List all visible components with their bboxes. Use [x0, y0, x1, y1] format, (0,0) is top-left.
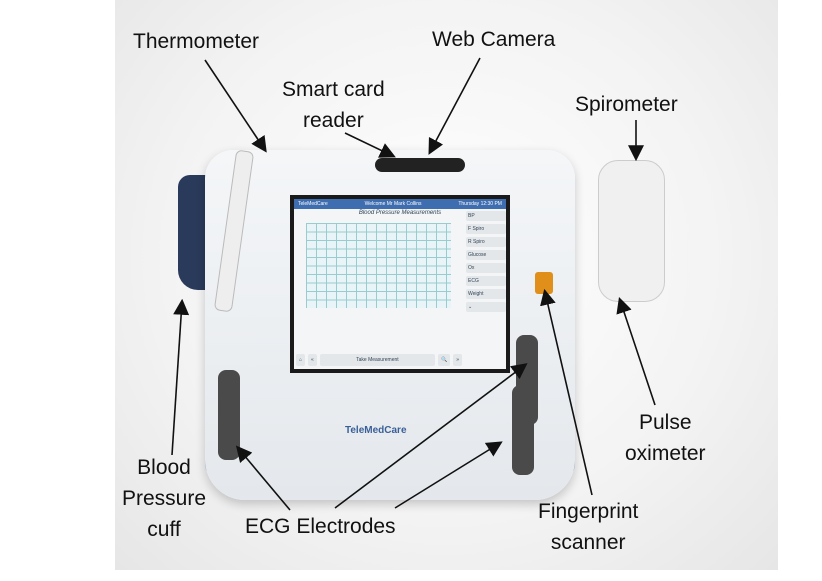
search-button[interactable]: 🔍	[437, 354, 451, 366]
label-ecg-electrodes: ECG Electrodes	[245, 515, 396, 538]
arrow-smart-card	[344, 132, 396, 158]
label-line: Pressure	[122, 487, 207, 510]
arrow-fingerprint	[540, 288, 593, 496]
label-thermometer: Thermometer	[133, 30, 260, 53]
arrow-pulse-oximeter	[616, 296, 656, 406]
label-line: reader	[303, 109, 364, 132]
label-fingerprint-scanner: Fingerprint scanner	[538, 496, 638, 558]
screen-header: TeleMedCare Welcome Mr Mark Collins Thursd…	[294, 199, 506, 209]
arrow-ecg-left	[235, 445, 291, 511]
label-pulse-oximeter: Pulse oximeter	[625, 407, 706, 469]
label-spirometer: Spirometer	[575, 93, 678, 116]
label-line: Fingerprint	[538, 500, 639, 523]
label-web-camera: Web Camera	[432, 28, 556, 51]
label-line: Blood	[137, 456, 191, 479]
menu-f-spiro[interactable]: F Spiro	[466, 224, 506, 234]
brand-logo: TeleMedCare	[345, 425, 407, 436]
menu-weight[interactable]: Weight	[466, 289, 506, 299]
label-line: oximeter	[625, 442, 706, 465]
arrow-web-camera	[428, 57, 481, 155]
home-button[interactable]: ⌂	[296, 354, 306, 366]
measurement-menu: BP F Spiro R Spiro Glucose Ox ECG Weight…	[466, 211, 506, 312]
menu-bp[interactable]: BP	[466, 211, 506, 221]
ecg-electrode-right	[512, 385, 534, 475]
menu-glucose[interactable]: Glucose	[466, 250, 506, 260]
touch-screen: TeleMedCare Welcome Mr Mark Collins Thursd…	[290, 195, 510, 373]
screen-logo: TeleMedCare	[298, 201, 328, 207]
label-smart-card-reader: Smart card reader	[282, 74, 385, 136]
bp-chart-grid	[306, 223, 451, 308]
ecg-electrode-left	[218, 370, 240, 460]
arrow-thermometer	[204, 59, 267, 153]
label-line: Pulse	[639, 411, 692, 434]
arrow-bp-cuff	[171, 298, 190, 456]
web-camera	[375, 158, 465, 172]
take-measurement-button[interactable]: Take Measurement	[319, 354, 435, 366]
label-line: scanner	[550, 531, 626, 554]
back-button[interactable]: «	[308, 354, 317, 366]
label-line: cuff	[147, 518, 181, 541]
fingerprint-scanner	[535, 272, 553, 294]
forward-button[interactable]: »	[453, 354, 462, 366]
spirometer	[598, 160, 665, 302]
arrow-ecg-right	[394, 441, 503, 509]
arrow-ecg-right-top	[334, 363, 528, 509]
label-line: Smart card	[282, 78, 385, 101]
menu-down-button[interactable]: ⌄	[466, 302, 506, 312]
welcome-text: Welcome Mr Mark Collins	[364, 201, 422, 207]
menu-r-spiro[interactable]: R Spiro	[466, 237, 506, 247]
menu-ecg[interactable]: ECG	[466, 276, 506, 286]
menu-ox[interactable]: Ox	[466, 263, 506, 273]
screen-title: Blood Pressure Measurements	[358, 210, 442, 216]
date-text: Thursday 12:30 PM	[458, 201, 502, 207]
